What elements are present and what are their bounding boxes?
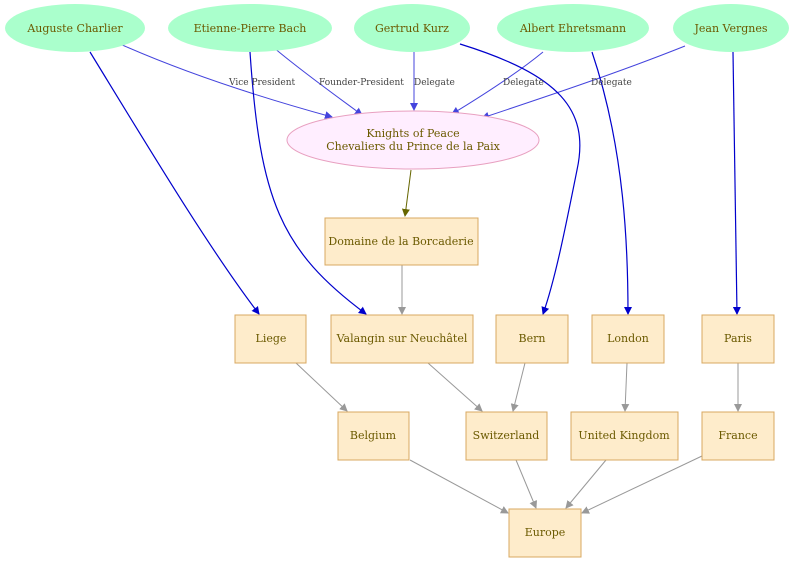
place-paris[interactable]: Paris: [701, 314, 775, 364]
place-liege[interactable]: Liege: [234, 314, 307, 364]
label-vice-president: Vice President: [228, 78, 296, 88]
person-gertrud-kurz[interactable]: Gertrud Kurz: [354, 4, 470, 52]
place-france[interactable]: France: [701, 411, 775, 461]
place-label: Switzerland: [473, 429, 540, 442]
person-etienne-pierre-bach[interactable]: Etienne-Pierre Bach: [168, 4, 332, 52]
place-domaine-borcaderie[interactable]: Domaine de la Borcaderie: [324, 217, 479, 266]
place-london[interactable]: London: [591, 314, 665, 364]
person-albert-ehretsmann[interactable]: Albert Ehretsmann: [497, 4, 649, 52]
person-label: Etienne-Pierre Bach: [194, 22, 307, 35]
person-label: Albert Ehretsmann: [519, 22, 626, 35]
edge-belgium-europe: [409, 459, 509, 514]
edge-auguste-org: [119, 43, 333, 120]
label-delegate-jean: Delegate: [591, 78, 632, 88]
edge-jean-paris: [732, 51, 741, 315]
person-auguste-charlier[interactable]: Auguste Charlier: [5, 4, 145, 52]
place-valangin[interactable]: Valangin sur Neuchâtel: [330, 314, 474, 364]
edge-france-europe: [581, 455, 703, 514]
edge-auguste-liege: [89, 51, 260, 315]
place-label: Belgium: [350, 429, 397, 442]
edge-labels: Vice President Founder-President Delegat…: [228, 78, 632, 88]
place-label: Valangin sur Neuchâtel: [336, 332, 468, 345]
place-bern[interactable]: Bern: [495, 314, 569, 364]
edge-jean-org: [481, 45, 686, 120]
edge-etienne-valangin: [249, 51, 367, 315]
place-united-kingdom[interactable]: United Kingdom: [570, 411, 679, 461]
place-label: Europe: [525, 526, 566, 539]
place-label: United Kingdom: [578, 429, 670, 442]
place-label: Domaine de la Borcaderie: [328, 235, 473, 248]
person-label: Gertrud Kurz: [375, 22, 449, 35]
organization-name: Knights of Peace: [366, 127, 459, 140]
edge-albert-org: [451, 51, 544, 115]
edges: [89, 43, 742, 514]
edge-gertrud-bern: [459, 43, 581, 315]
place-label: Paris: [724, 332, 752, 345]
person-jean-vergnes[interactable]: Jean Vergnes: [673, 4, 789, 52]
place-label: Bern: [519, 332, 546, 345]
edge-london-uk: [621, 362, 630, 412]
place-label: Liege: [256, 332, 287, 345]
edge-etienne-org: [272, 46, 363, 116]
organization-alt-name: Chevaliers du Prince de la Paix: [326, 140, 500, 153]
edge-uk-europe: [565, 459, 607, 509]
edge-switzerland-europe: [515, 459, 537, 509]
organization-knights-of-peace[interactable]: Knights of Peace Chevaliers du Prince de…: [286, 110, 540, 170]
place-europe[interactable]: Europe: [508, 508, 582, 558]
people-nodes: Auguste Charlier Etienne-Pierre Bach Ger…: [5, 4, 789, 52]
edge-liege-belgium: [295, 362, 348, 412]
edge-valangin-switzerland: [427, 362, 483, 412]
edge-bern-switzerland: [510, 362, 526, 412]
label-delegate-gertrud: Delegate: [414, 78, 455, 88]
place-belgium[interactable]: Belgium: [337, 411, 410, 461]
person-label: Auguste Charlier: [26, 22, 123, 35]
label-founder-president: Founder-President: [319, 78, 404, 88]
place-switzerland[interactable]: Switzerland: [465, 411, 548, 461]
place-label: France: [718, 429, 757, 442]
person-label: Jean Vergnes: [693, 22, 767, 35]
edge-org-borcaderie: [401, 169, 412, 217]
edge-albert-london: [591, 51, 632, 315]
place-nodes: Domaine de la Borcaderie Liege Valangin …: [234, 217, 775, 558]
place-label: London: [607, 332, 649, 345]
label-delegate-albert: Delegate: [503, 78, 544, 88]
